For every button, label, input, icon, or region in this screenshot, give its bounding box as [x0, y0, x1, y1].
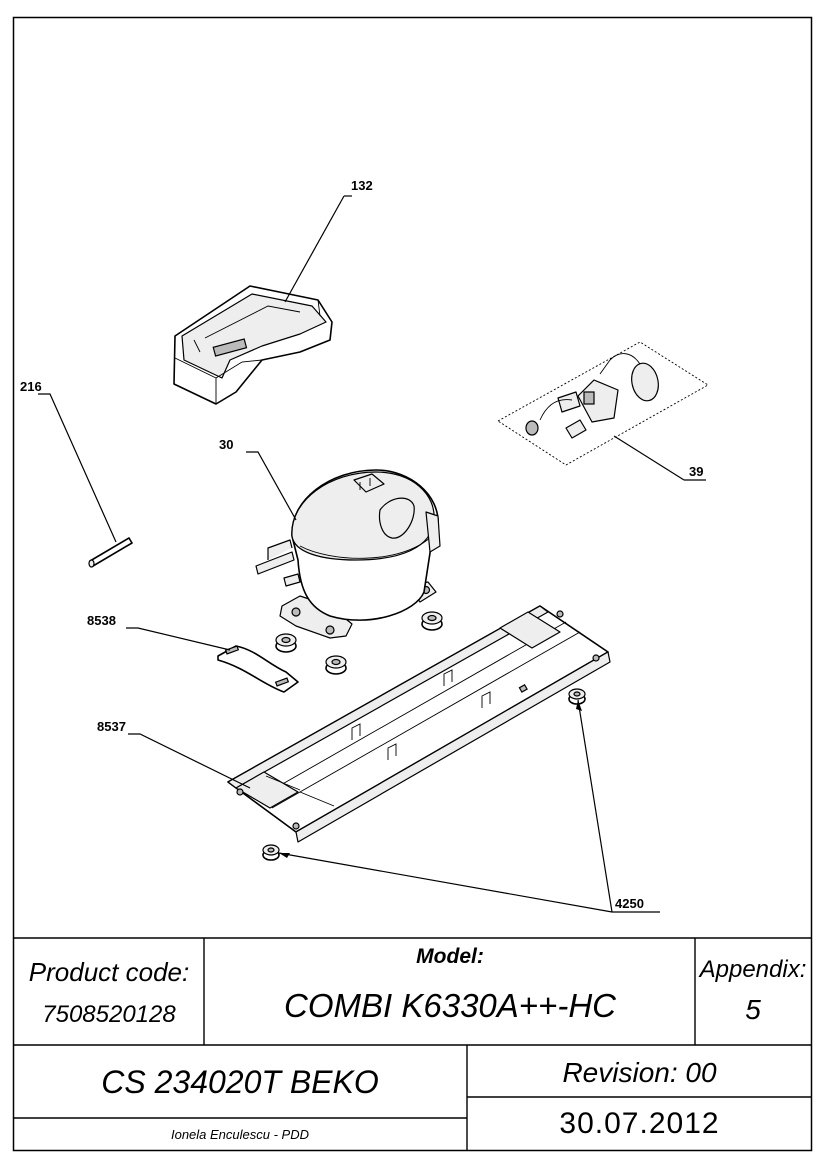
- callout-39: 39: [689, 464, 703, 479]
- leader-39: [613, 435, 685, 481]
- product-code-value: 7508520128: [42, 1001, 176, 1028]
- part-30-compressor: [255, 469, 441, 639]
- model-label: Model:: [416, 945, 484, 968]
- rubber-grommets: [262, 611, 586, 861]
- title-block-grid: [13, 937, 811, 1150]
- leader-132: [284, 195, 345, 303]
- leader-216: [38, 393, 117, 543]
- revision: Revision: 00: [562, 1057, 717, 1088]
- product-code-label: Product code:: [28, 956, 190, 987]
- part-8538-bracket: [217, 645, 299, 693]
- callout-132: 132: [351, 178, 373, 193]
- leader-4250: [278, 699, 660, 913]
- sheet-frame: [12, 16, 813, 1152]
- callout-216: 216: [20, 379, 42, 394]
- callout-8538: 8538: [87, 613, 116, 628]
- callout-8537: 8537: [97, 719, 126, 734]
- author: Ionela Enculescu - PDD: [170, 1127, 309, 1142]
- leader-30: [246, 451, 297, 521]
- part-216-pin: [88, 537, 133, 568]
- leader-8537: [128, 733, 251, 789]
- document-code: CS 234020T BEKO: [101, 1063, 379, 1100]
- appendix-label: Appendix:: [699, 956, 807, 983]
- appendix-value: 5: [745, 994, 761, 1025]
- model-value: COMBI K6330A++-HC: [284, 987, 616, 1024]
- part-8537-base-rail: [227, 605, 611, 843]
- date: 30.07.2012: [559, 1107, 720, 1140]
- part-39-electrical-kit: [497, 341, 709, 466]
- part-132-cover-tray: [173, 285, 333, 405]
- leader-8538: [126, 627, 231, 651]
- callout-30: 30: [219, 437, 233, 452]
- callout-4250: 4250: [615, 896, 644, 911]
